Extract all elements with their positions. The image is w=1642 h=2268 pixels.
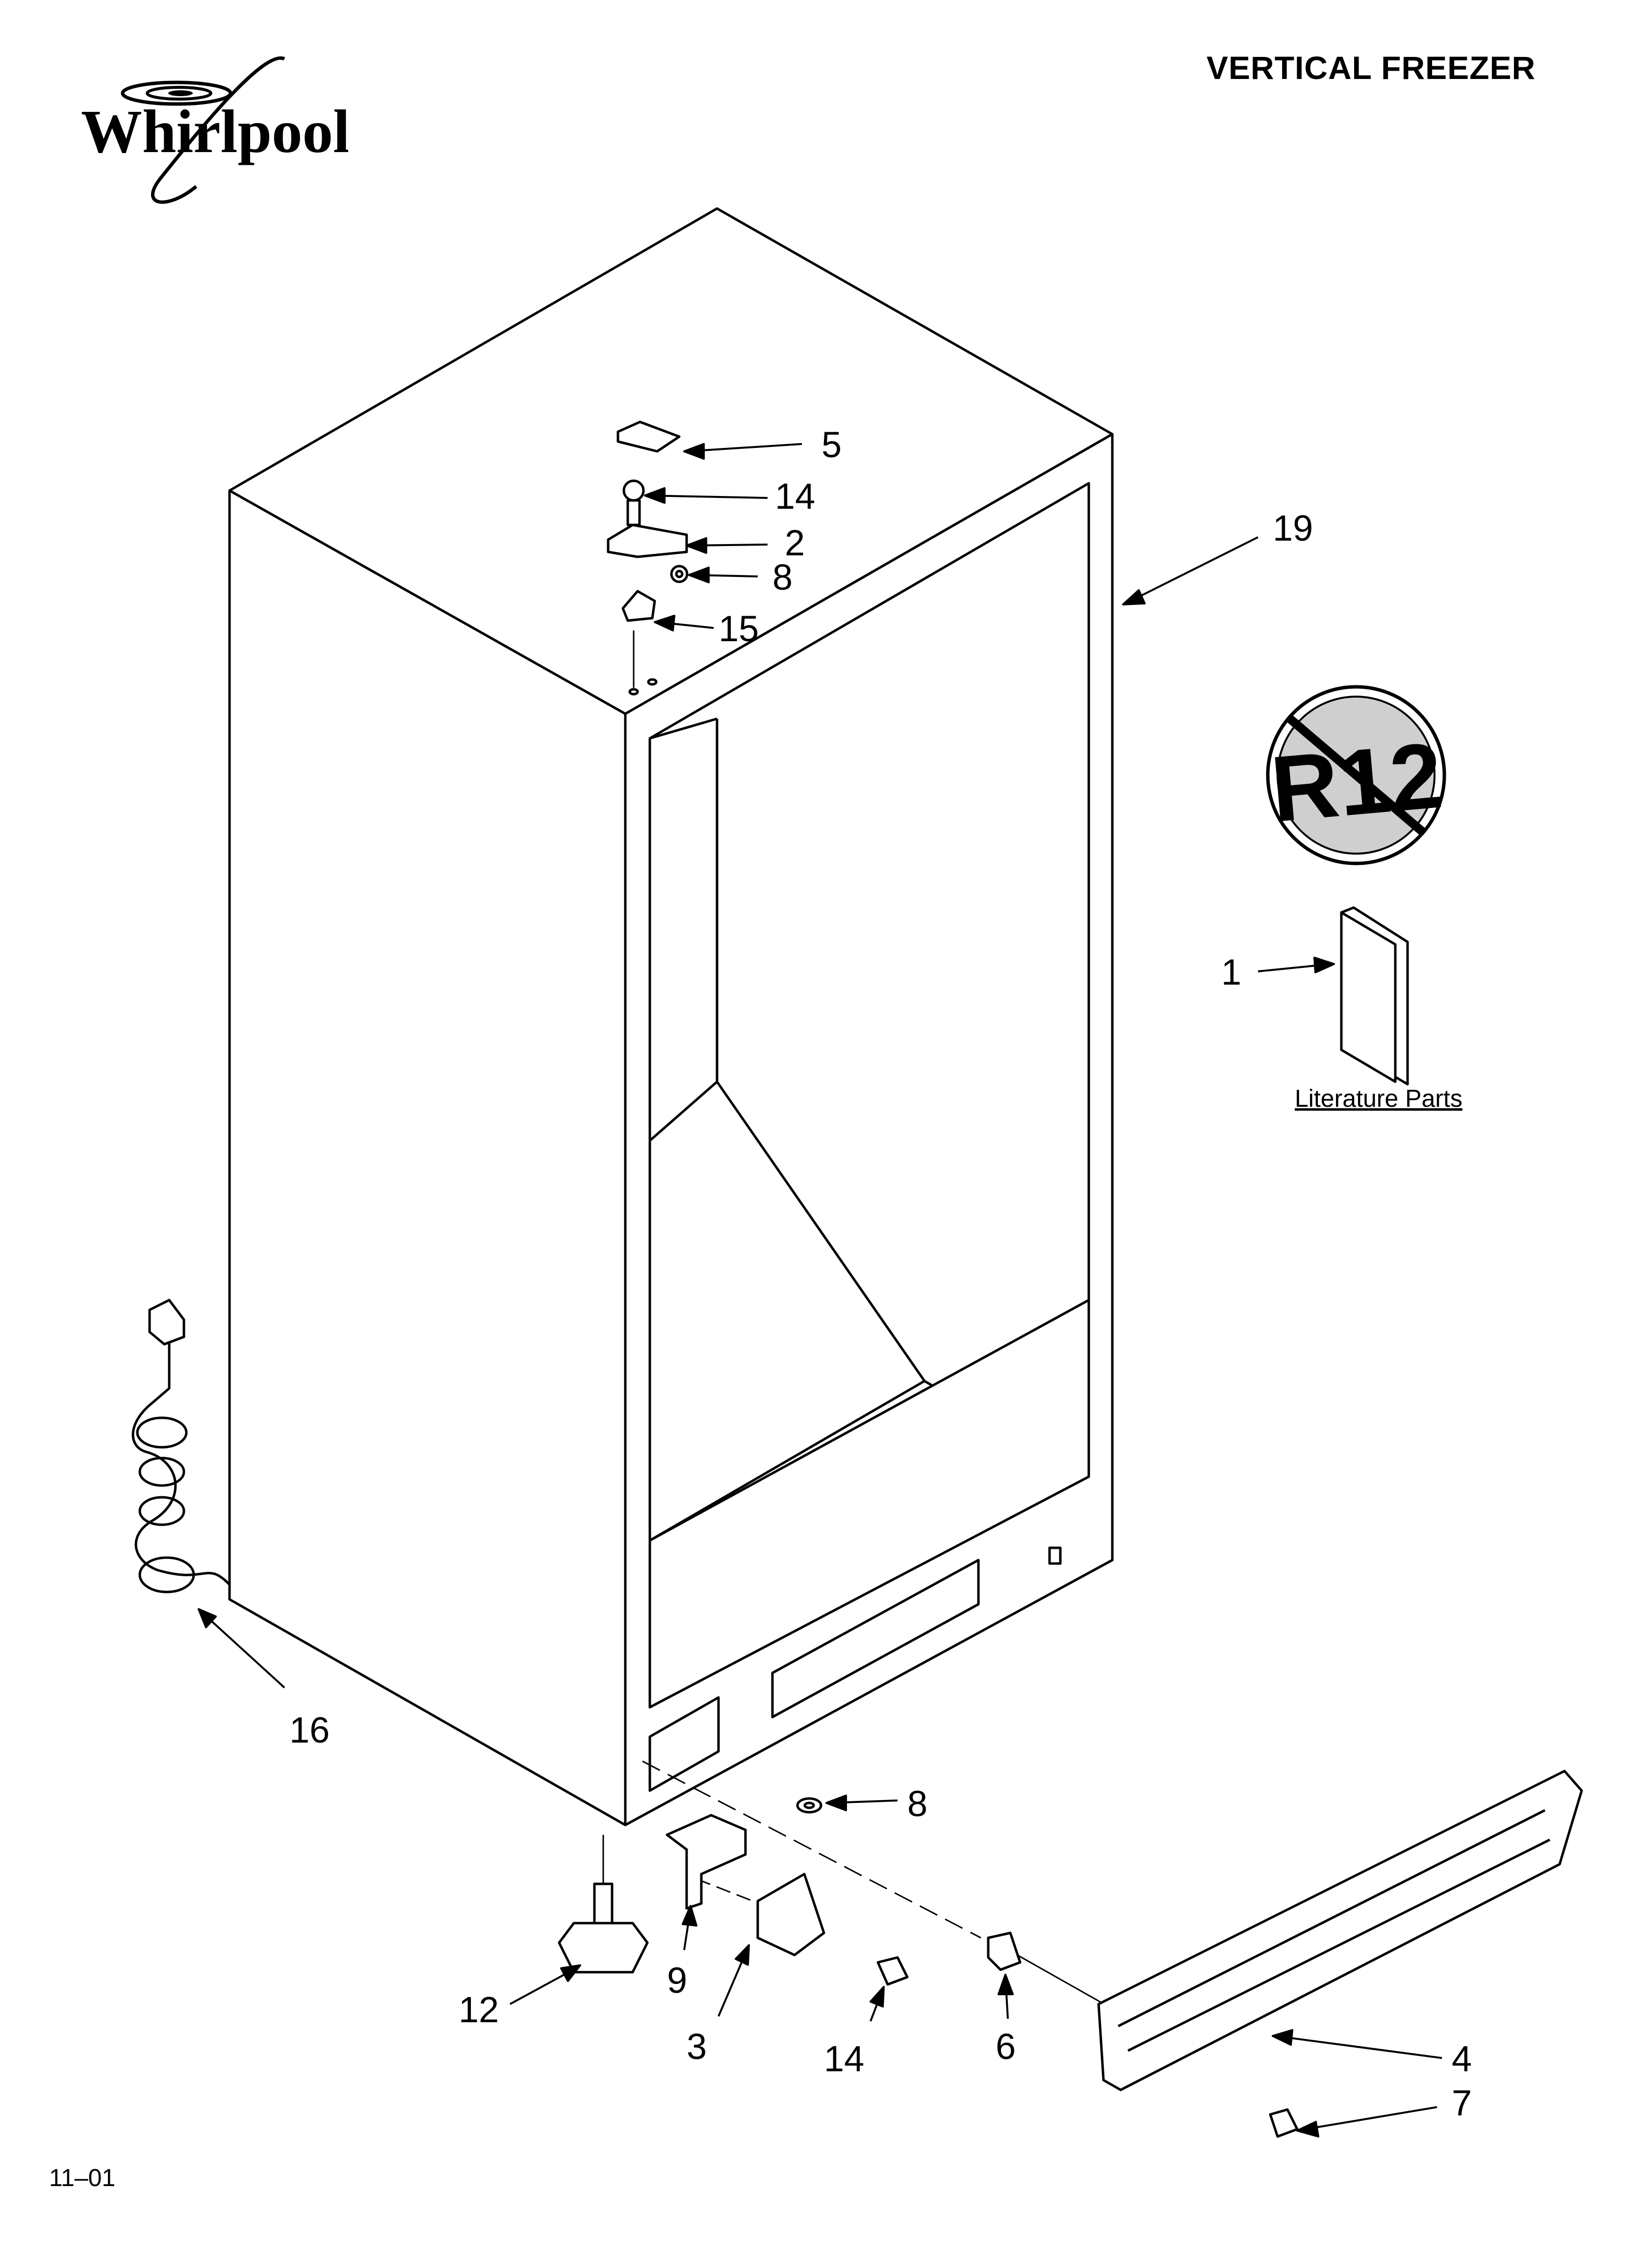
callout-7: 7 bbox=[1452, 2083, 1472, 2123]
callout-5: 5 bbox=[821, 424, 842, 465]
callout-4: 4 bbox=[1452, 2038, 1472, 2079]
callout-14-top: 14 bbox=[775, 476, 816, 517]
callout-16: 16 bbox=[289, 1710, 330, 1750]
callout-15: 15 bbox=[718, 608, 759, 649]
callout-9: 9 bbox=[667, 1960, 688, 2001]
bottom-panel bbox=[648, 1299, 1090, 1709]
cabinet-side bbox=[228, 489, 627, 1826]
callout-1: 1 bbox=[1221, 952, 1242, 992]
page-title: VERTICAL FREEZER bbox=[1206, 50, 1536, 86]
whirlpool-logo: Whirlpool bbox=[81, 56, 348, 204]
callout-6: 6 bbox=[996, 2026, 1016, 2067]
callout-12: 12 bbox=[459, 1989, 499, 2030]
callout-14-bottom: 14 bbox=[824, 2038, 865, 2079]
svg-text:R12: R12 bbox=[1267, 723, 1446, 842]
svg-text:Whirlpool: Whirlpool bbox=[81, 98, 348, 166]
vent-slot bbox=[771, 1559, 980, 1719]
callout-8-top: 8 bbox=[772, 557, 793, 598]
revision-code: 11–01 bbox=[49, 2164, 116, 2191]
callout-2: 2 bbox=[785, 522, 805, 563]
callout-3: 3 bbox=[687, 2026, 707, 2067]
callout-19: 19 bbox=[1273, 508, 1313, 548]
literature-parts-label: Literature Parts bbox=[1295, 1085, 1462, 1112]
callout-8-bottom: 8 bbox=[907, 1783, 928, 1824]
